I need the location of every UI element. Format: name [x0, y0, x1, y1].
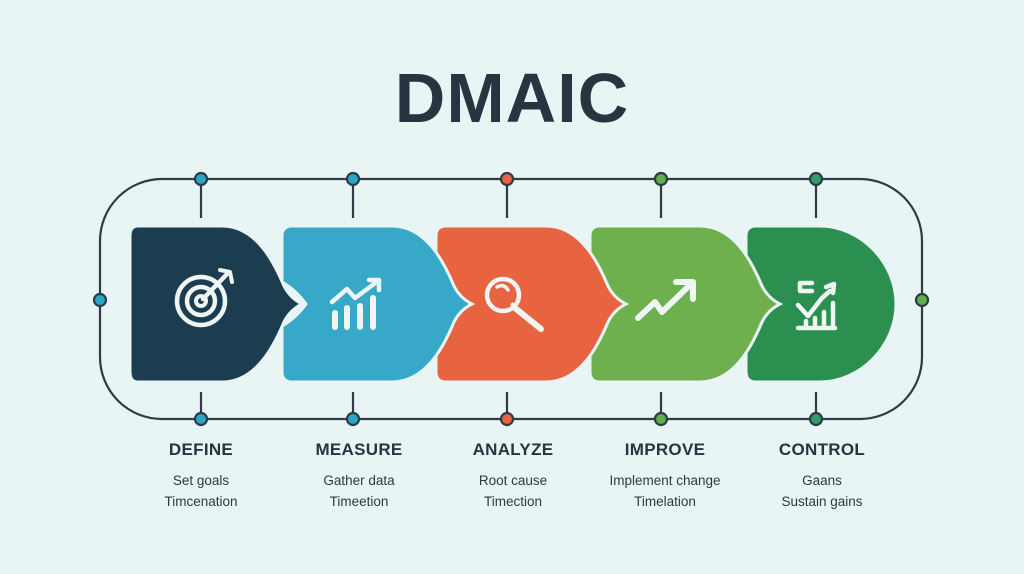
phase-name: ANALYZE: [472, 440, 554, 459]
phase-subtext: Timcenation: [164, 494, 238, 509]
phase-description: Implement change: [609, 473, 721, 488]
node-right: [914, 292, 930, 308]
phase-description: Gather data: [323, 473, 395, 488]
phase-name: IMPROVE: [624, 440, 706, 459]
node-control-bottom: [808, 411, 824, 427]
page-title: DMAIC: [394, 59, 630, 137]
node-define-top: [193, 171, 209, 187]
node-improve-top: [653, 171, 669, 187]
phase-shape-control: [744, 224, 898, 384]
phase-label-measure: MEASURE Gather data Timeetion: [269, 440, 449, 509]
node-measure-top: [345, 171, 361, 187]
phase-description: Root cause: [478, 473, 548, 488]
phase-description: Gaans: [802, 473, 842, 488]
target-arrow-icon: [174, 268, 234, 328]
phase-subtext: Timeetion: [329, 494, 389, 509]
phase-shape-measure: [280, 224, 476, 384]
magnifying-glass-icon: [484, 276, 544, 332]
phase-label-improve: IMPROVE Implement change Timelation: [575, 440, 755, 509]
phase-label-control: CONTROL Gaans Sustain gains: [732, 440, 912, 509]
node-improve-bottom: [653, 411, 669, 427]
phase-subtext: Timelation: [634, 494, 696, 509]
phase-subtext: Timection: [483, 494, 542, 509]
phase-shape-define: [128, 224, 306, 384]
phase-name: DEFINE: [168, 440, 234, 459]
node-control-top: [808, 171, 824, 187]
phase-label-analyze: ANALYZE Root cause Timection: [423, 440, 603, 509]
phase-label-define: DEFINE Set goals Timcenation: [111, 440, 291, 509]
trend-up-arrow-icon: [635, 279, 696, 321]
node-left: [92, 292, 108, 308]
bar-chart-trend-icon: [329, 277, 382, 330]
phase-name: CONTROL: [778, 440, 866, 459]
node-analyze-top: [499, 171, 515, 187]
phase-name: MEASURE: [315, 440, 403, 459]
node-define-bottom: [193, 411, 209, 427]
node-analyze-bottom: [499, 411, 515, 427]
checklist-chart-icon: [795, 280, 838, 331]
connector-nodes: [92, 171, 930, 427]
phase-subtext: Sustain gains: [781, 494, 863, 509]
node-measure-bottom: [345, 411, 361, 427]
phase-description: Set goals: [172, 473, 230, 488]
